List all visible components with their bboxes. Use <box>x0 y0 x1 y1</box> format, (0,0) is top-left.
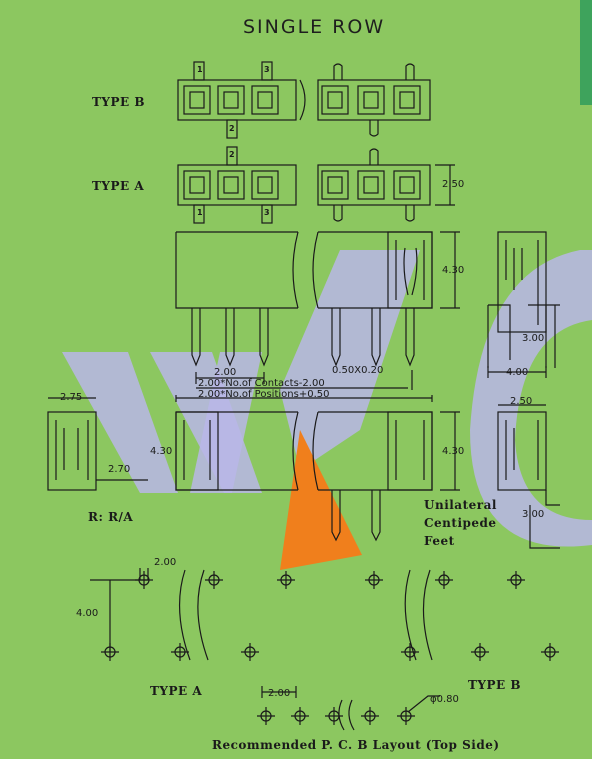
dim-contacts: 2.00*No.of Contacts-2.00 <box>198 378 325 389</box>
pin-1-type-b: 1 <box>197 65 203 74</box>
dim-2-50-a: 2.50 <box>442 179 465 190</box>
pcb-hole-crosshair <box>397 707 415 725</box>
type-b-left <box>177 61 297 139</box>
centipede-label: Centipede <box>424 516 497 530</box>
pcb-hole-crosshair <box>435 571 453 589</box>
orange-triangle <box>280 430 362 570</box>
dim-4-30-ra-left: 4.30 <box>150 446 173 457</box>
pcb-hole-crosshair <box>365 571 383 589</box>
pcb-hole-crosshair <box>101 643 119 661</box>
pin-2-type-a: 2 <box>229 150 235 159</box>
feet-label: Feet <box>424 534 455 548</box>
dim-positions: 2.00*No.of Positions+0.50 <box>198 389 330 400</box>
footer-caption: Recommended P. C. B Layout (Top Side) <box>212 738 500 752</box>
pin-3-type-b: 3 <box>264 65 270 74</box>
dim-4-00-pcb: 4.00 <box>76 608 99 619</box>
pcb-type-b-label: TYPE B <box>468 678 521 692</box>
pcb-hole-crosshair <box>241 643 259 661</box>
dim-4-30-front: 4.30 <box>442 265 465 276</box>
type-a-label: TYPE A <box>92 179 145 193</box>
unilateral-label: Unilateral <box>424 498 497 512</box>
type-b-label: TYPE B <box>92 95 145 109</box>
pcb-hole-crosshair <box>277 571 295 589</box>
pcb-hole-crosshair <box>507 571 525 589</box>
pcb-hole-crosshair <box>361 707 379 725</box>
dim-pin-size: 0.50X0.20 <box>332 365 384 376</box>
page-title: SINGLE ROW <box>243 16 386 38</box>
dim-4-30-ra-right: 4.30 <box>442 446 465 457</box>
dim-2-00-pcb-bottom: 2.00 <box>268 688 291 699</box>
dim-2-75: 2.75 <box>60 392 83 403</box>
pin-2-type-b: 2 <box>229 124 235 133</box>
dim-4-00-side: 4.00 <box>506 367 529 378</box>
pin-3-type-a: 3 <box>264 208 270 217</box>
pcb-hole-crosshair <box>205 571 223 589</box>
dim-3-00-side: 3.00 <box>522 333 545 344</box>
pcb-hole-crosshair <box>541 643 559 661</box>
pcb-hole-crosshair <box>325 707 343 725</box>
pcb-hole-crosshair <box>135 571 153 589</box>
pcb-layout <box>90 568 440 731</box>
dim-2-70: 2.70 <box>108 464 131 475</box>
side-view <box>487 231 560 378</box>
watermark-logo <box>62 0 592 570</box>
type-b-right <box>299 63 431 137</box>
pcb-hole-crosshair <box>471 643 489 661</box>
type-a-left <box>177 146 297 224</box>
front-view <box>175 231 460 402</box>
pcb-hole-crosshair <box>291 707 309 725</box>
ra-label: R: R/A <box>88 510 134 524</box>
dim-2-00-pitch: 2.00 <box>214 367 237 378</box>
type-a-right <box>317 148 455 222</box>
pcb-hole-crosshair <box>257 707 275 725</box>
dim-2-00-pcb-a: 2.00 <box>154 557 177 568</box>
pcb-hole-crosshair <box>171 643 189 661</box>
pin-1-type-a: 1 <box>197 208 203 217</box>
pcb-hole-crosshair <box>401 643 419 661</box>
right-angle-row <box>47 397 560 549</box>
dim-2-50-ra: 2.50 <box>510 396 533 407</box>
dim-hole-diameter: φ0.80 <box>430 694 459 705</box>
pcb-type-a-label: TYPE A <box>150 684 203 698</box>
pcb-holes <box>101 571 559 725</box>
dim-3-00-ra: 3.00 <box>522 509 545 520</box>
